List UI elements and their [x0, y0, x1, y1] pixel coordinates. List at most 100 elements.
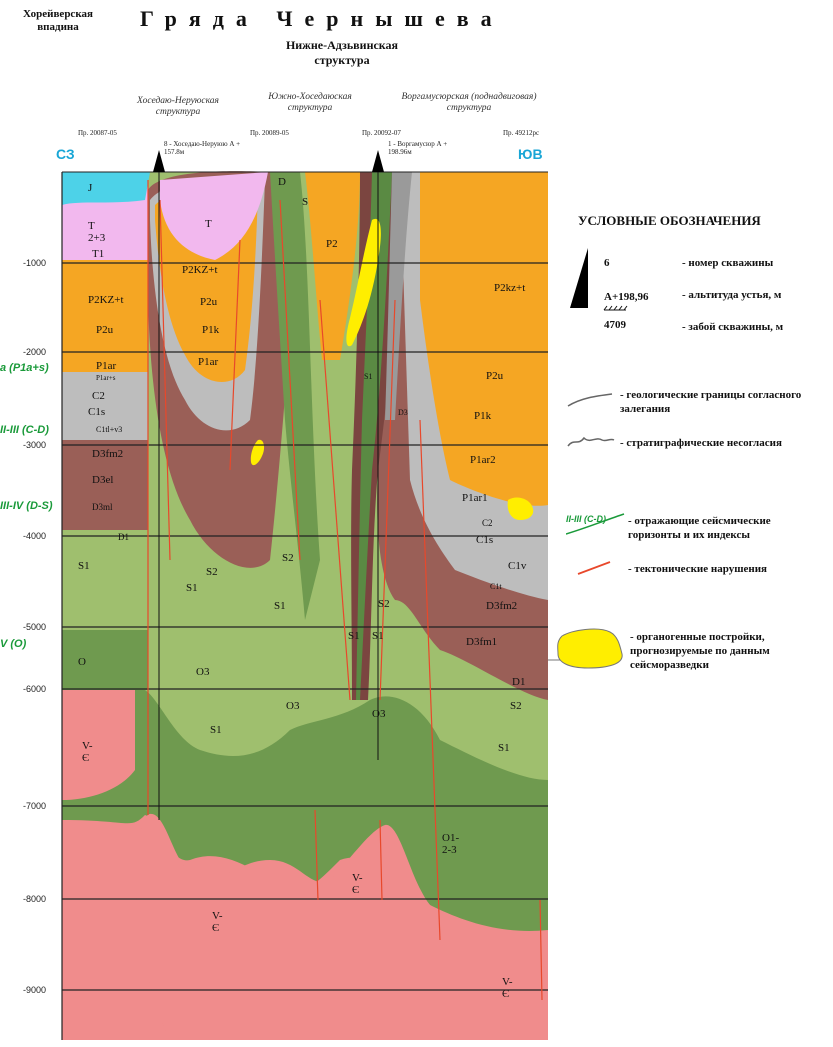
fault-line [379, 819, 383, 901]
unit-label: V-Є [502, 976, 513, 1000]
depth-label: -4000 [22, 531, 46, 541]
unit-label: P1ar1 [462, 492, 488, 504]
profile-label-2: Пр. 20089-05 [250, 129, 289, 137]
legend-boundaries: - геологические границы согласного залег… [620, 389, 802, 415]
unit-label: S [302, 196, 309, 208]
unit-label: S1 [364, 372, 373, 381]
fault-line [319, 299, 351, 701]
horizon-label-o: V (O) [0, 638, 27, 650]
unit-label: D3ml [92, 502, 113, 512]
legend-well-depth: 4709 [604, 319, 626, 331]
fault-lines [147, 180, 543, 1001]
unit-label: T1 [92, 248, 105, 260]
well-label-1: 8 - Хоседаю-Неруюю А + 157.8м [164, 140, 241, 156]
organogenic-body-3 [507, 497, 534, 520]
unit-label: D3fm2 [92, 448, 124, 460]
vc-left-layer [62, 690, 135, 800]
unit-label: S1 [498, 742, 510, 754]
unit-label: D1 [512, 676, 526, 688]
depth-label: -6000 [22, 684, 46, 694]
unit-label: V-Є [352, 872, 363, 896]
unit-label: S1 [78, 560, 90, 572]
unit-label: T [205, 218, 212, 230]
legend-faults: - тектонические нарушения [628, 563, 767, 575]
profile-label-1: Пр. 20087-05 [78, 129, 117, 137]
legend-unconformity: - стратиграфические несогласия [620, 437, 782, 449]
unit-label: S2 [378, 598, 390, 610]
profile-label-4: Пр. 49212рс [503, 129, 540, 137]
unit-label: P2u [200, 296, 218, 308]
depth-label: -9000 [22, 985, 46, 995]
triassic-syncline [160, 172, 268, 260]
depth-label: -2000 [22, 347, 46, 357]
legend-seismic-horizon-icon [566, 513, 625, 535]
permian-right-layer [420, 172, 548, 506]
unit-label: S1 [348, 630, 360, 642]
horizon-label-a: a (P1a+s) [0, 362, 49, 374]
depth-gridlines [62, 262, 548, 991]
legend-organogenic: - органогенные постройки, прогнозируемые… [630, 631, 770, 671]
depth-label: -5000 [22, 622, 46, 632]
section-subtitle: Нижне-Адзьвинская структура [285, 38, 399, 67]
s-central-wedge [270, 172, 320, 620]
horizon-label-c-d: II-III (C-D) [0, 424, 49, 436]
unit-label: P2u [96, 324, 114, 336]
legend-seismic-label: II-III (C-D) [566, 514, 606, 524]
unit-label: O3 [372, 708, 386, 720]
unit-label: S1 [372, 630, 384, 642]
organogenic-body-2 [250, 439, 265, 466]
carbon-left-layer [62, 372, 148, 440]
well-triangle-icon [153, 150, 165, 172]
unit-label: P2KZ+t [182, 264, 218, 276]
structure-label-3: Воргамусюрская (поднадвиговая) структура [401, 92, 537, 113]
section-layers [62, 171, 548, 1040]
jurassic-layer [62, 172, 150, 205]
unit-label: T 2+3 [88, 220, 106, 244]
fault-line [159, 199, 171, 561]
thrust-s1-belt [356, 172, 392, 700]
legend-well-icon [570, 248, 628, 311]
unit-label: S2 [282, 552, 294, 564]
unit-label: D1 [118, 532, 129, 542]
o-left-layer [62, 630, 148, 690]
unit-label: C1v [508, 560, 527, 572]
legend-title: УСЛОВНЫЕ ОБОЗНАЧЕНИЯ [578, 213, 761, 228]
depth-label: -7000 [22, 801, 46, 811]
p2-central [305, 172, 360, 360]
direction-se: ЮВ [518, 146, 543, 162]
unit-label: V-Є [212, 910, 223, 934]
unit-label: C1t [490, 582, 502, 591]
legend-depth-desc: - забой скважины, м [682, 321, 784, 333]
direction-nw: СЗ [56, 146, 75, 162]
structure-label-2: Южно-Хоседаюская структура [268, 92, 352, 113]
permian-left-layer [62, 260, 148, 372]
unit-label: D3fm2 [486, 600, 518, 612]
unit-label: P2kz+t [494, 282, 526, 294]
unit-label: D [278, 176, 286, 188]
horizon-label-d-s: III-IV (D-S) [0, 500, 53, 512]
depth-label: -3000 [22, 440, 46, 450]
legend-fault-icon [577, 561, 611, 575]
fault-line [279, 199, 301, 561]
unit-label: P1ar [96, 360, 117, 372]
well-triangle-icon [372, 150, 384, 172]
section-title: Гряда Чернышева [140, 6, 504, 31]
organogenic-body-1 [346, 218, 381, 347]
unit-label: C2 [92, 390, 105, 402]
unit-label: O3 [196, 666, 210, 678]
unit-label: J [88, 182, 93, 194]
structure-label-1: Хоседаю-Неруюская структура [137, 96, 219, 117]
unit-label: O1-2-3 [442, 832, 460, 856]
unit-label: C1tl+v3 [96, 425, 123, 434]
fault-line [419, 419, 441, 941]
unit-label: O [78, 656, 86, 668]
fault-line [229, 239, 241, 471]
unit-label: P1ar [198, 356, 219, 368]
unit-label: P2KZ+t [88, 294, 124, 306]
legend-well-number: 6 [604, 257, 610, 269]
fault-line [539, 899, 543, 1001]
unit-label: D3el [92, 474, 114, 486]
unit-label: S1 [210, 724, 222, 736]
unit-label: P1ar2 [470, 454, 496, 466]
